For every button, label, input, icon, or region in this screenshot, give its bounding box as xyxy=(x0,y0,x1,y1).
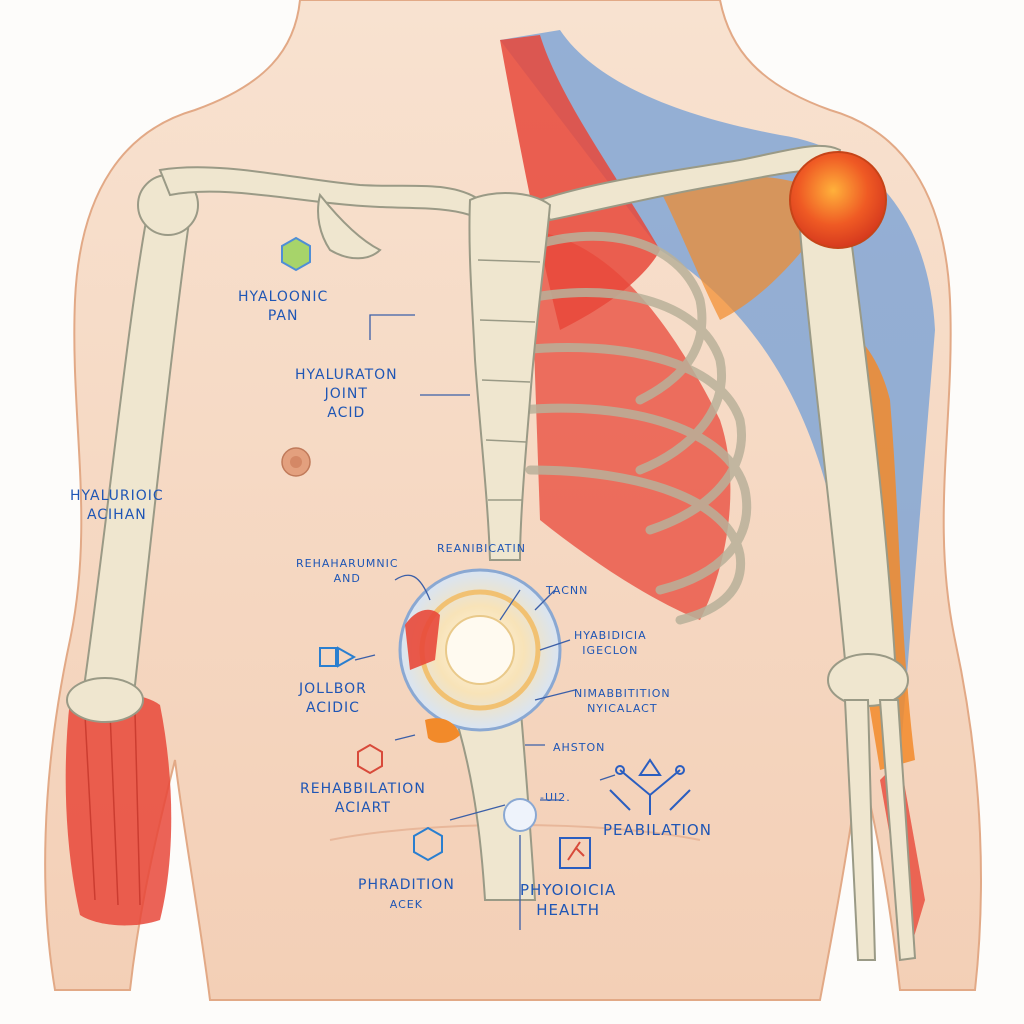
label-ahston: AHSTON xyxy=(553,741,606,754)
nipple xyxy=(281,447,311,477)
clavicles xyxy=(158,144,842,260)
left-humerus xyxy=(66,174,199,723)
hexagon-green-icon xyxy=(281,236,311,272)
label-tacnn: TACNN xyxy=(546,584,589,597)
molecule-blue-icon xyxy=(319,646,357,668)
left-forearm-muscle xyxy=(65,693,172,926)
person-exercise-icon xyxy=(559,837,591,869)
hexagon-outline-icon xyxy=(413,826,443,862)
sternum xyxy=(468,192,552,561)
network-diagram-icon xyxy=(609,758,691,815)
label-reanibicatin: REANIBICATIN xyxy=(437,542,526,555)
rib-cage xyxy=(515,231,752,625)
leader-lines xyxy=(354,314,616,930)
joint-diagram xyxy=(398,568,562,901)
label-peabilation: PEABILATION xyxy=(603,821,712,839)
label-small-note: -UI2. xyxy=(540,791,571,804)
hexagon-red-icon xyxy=(357,743,383,775)
right-humerus xyxy=(789,151,917,962)
